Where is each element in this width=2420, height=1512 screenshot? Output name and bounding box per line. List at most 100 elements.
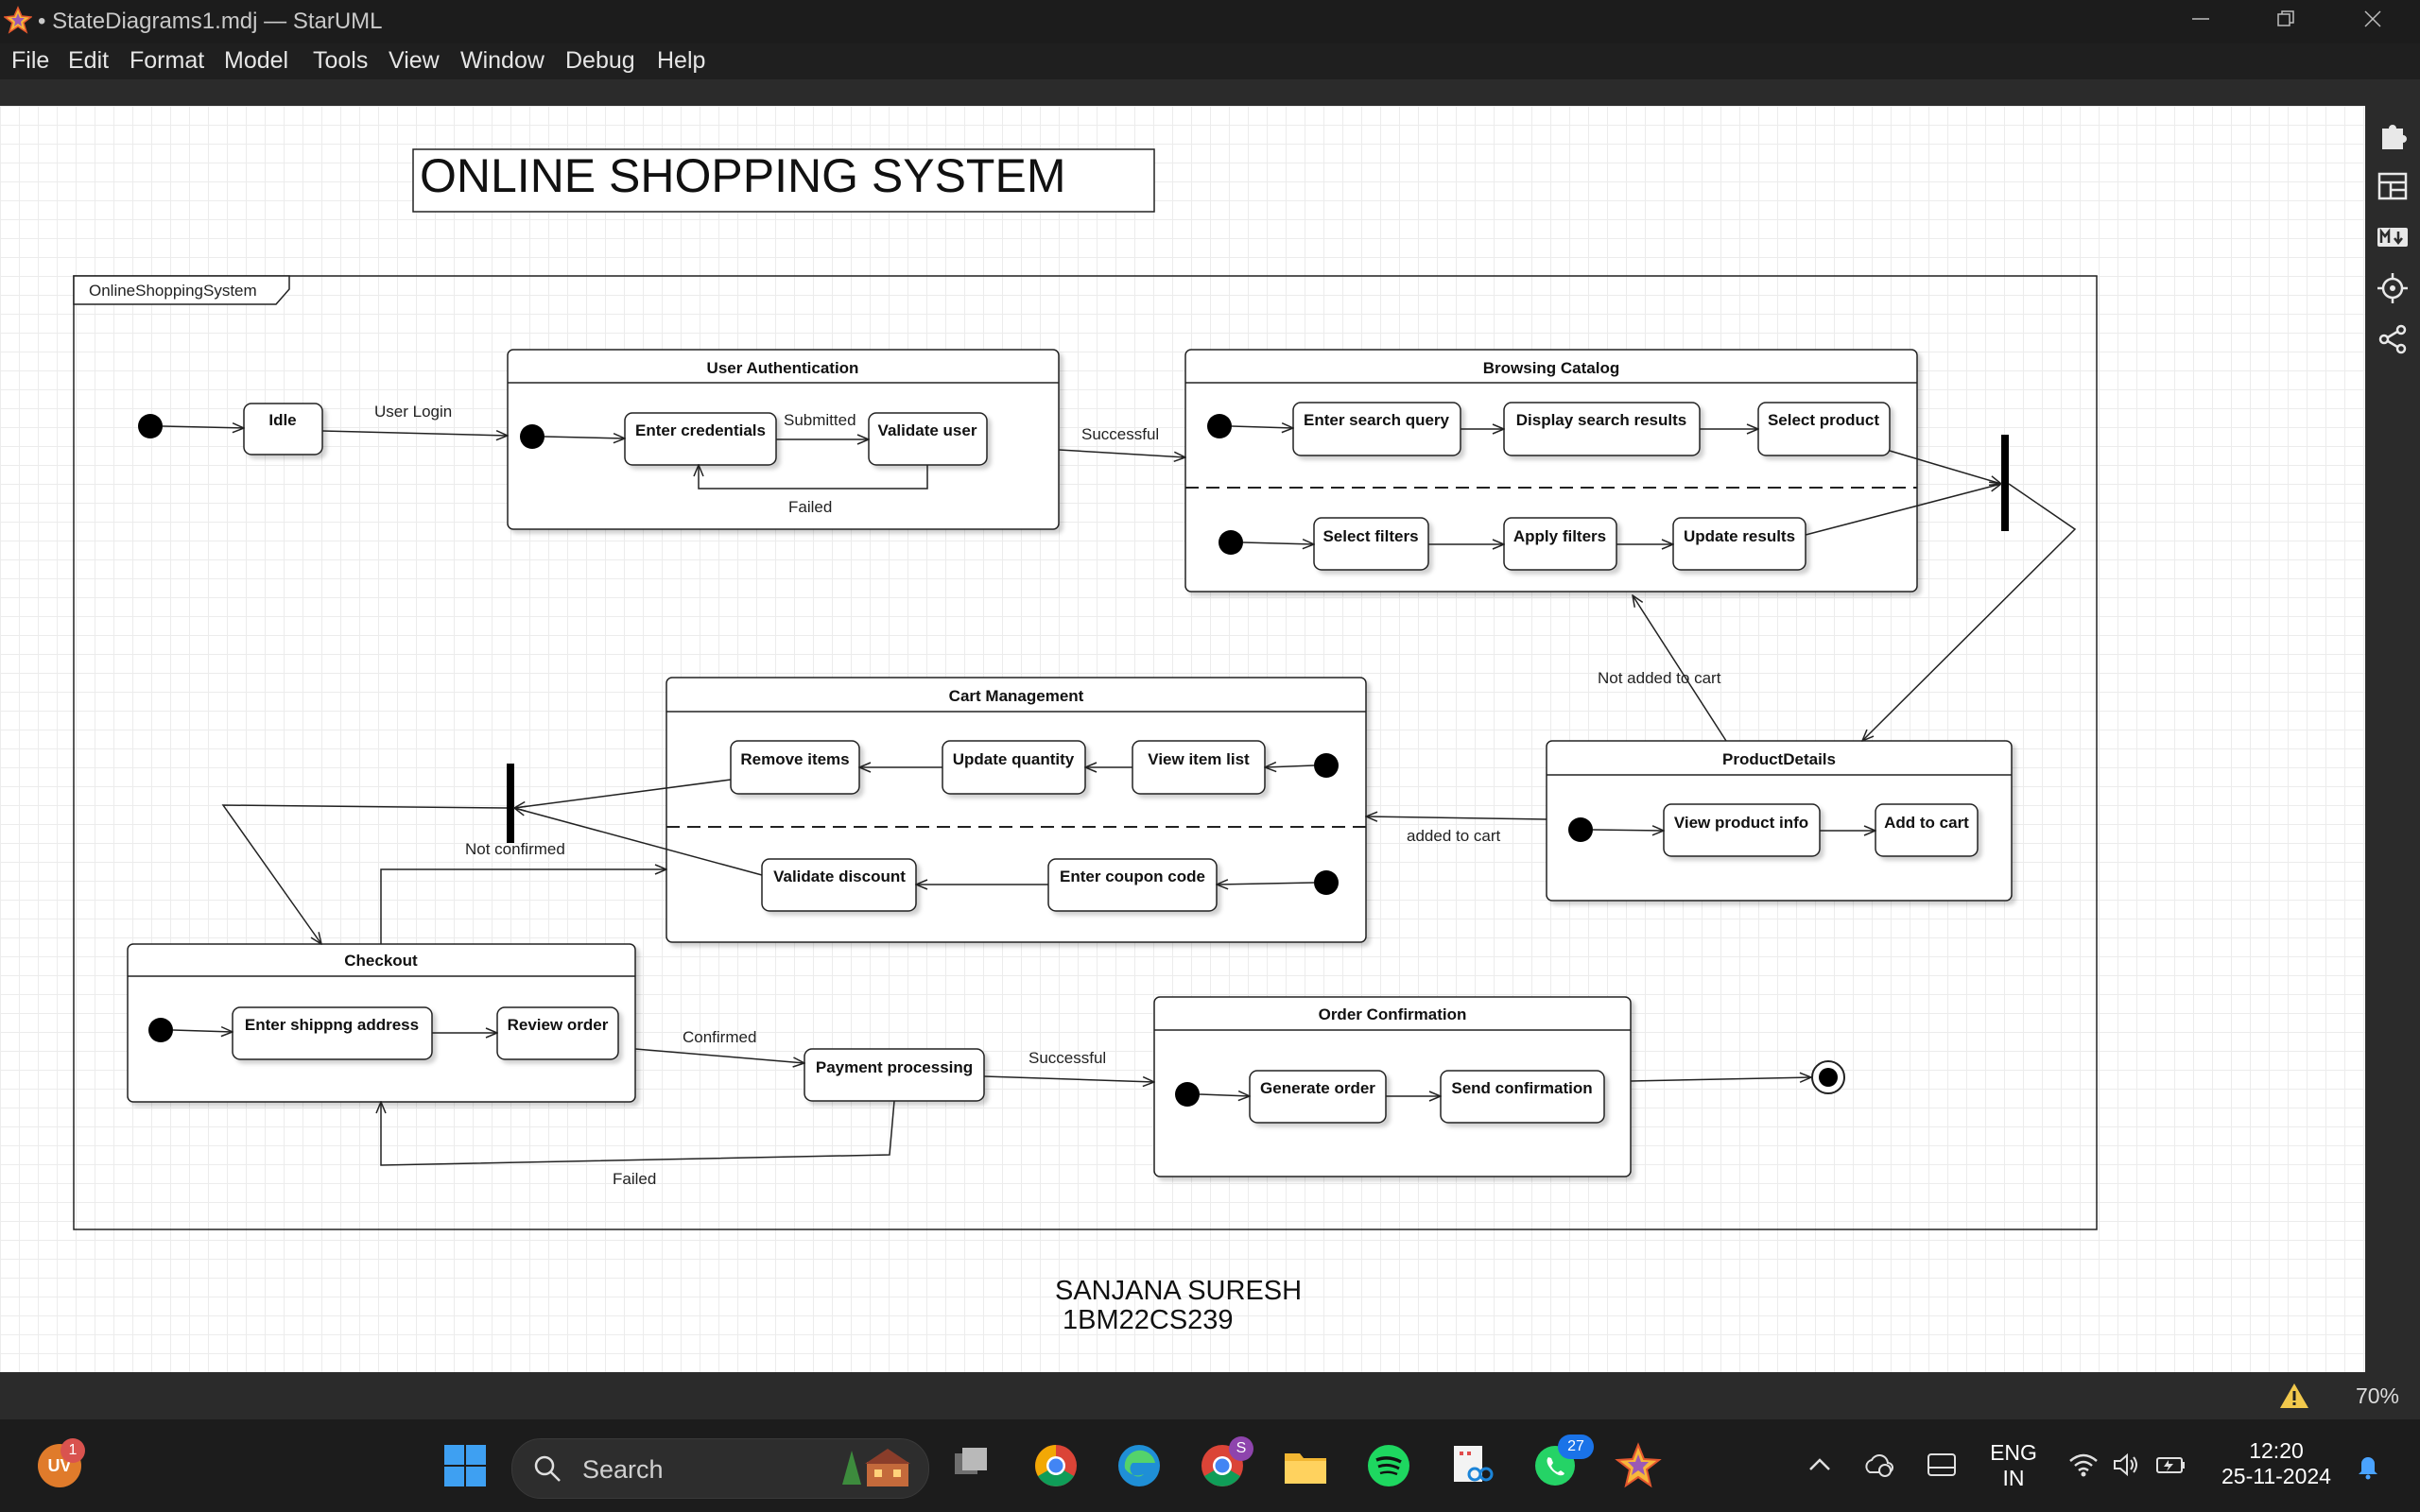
onedrive-sync-icon[interactable] [1862,1450,1894,1478]
state-select-filters[interactable]: Select filters [1313,517,1429,571]
layout-icon[interactable] [2377,170,2409,202]
transition-not-added[interactable] [1633,595,1727,742]
state-remove-items[interactable]: Remove items [730,740,860,795]
menu-window[interactable]: Window [460,47,544,74]
initial-node-auth[interactable] [520,424,544,449]
initial-node-filters[interactable] [1219,530,1243,555]
state-validate-discount[interactable]: Validate discount [761,858,917,912]
markdown-icon[interactable] [2377,221,2409,253]
snipping-tool-icon[interactable] [1448,1442,1495,1489]
transition-start-idle[interactable] [162,426,244,428]
transition-failed-payment[interactable] [381,1100,895,1166]
state-view-product-info[interactable]: View product info [1663,803,1821,857]
share-icon[interactable] [2377,323,2409,355]
transition-added-to-cart[interactable] [1366,816,1547,819]
state-enter-shipping-address[interactable]: Enter shippng address [232,1006,433,1060]
state-update-quantity[interactable]: Update quantity [942,740,1086,795]
initial-node-checkout[interactable] [148,1018,173,1042]
zoom-level[interactable]: 70% [2355,1383,2399,1408]
transition-auth-start[interactable] [544,437,625,438]
join-bar-cart[interactable] [507,764,514,843]
menu-debug[interactable]: Debug [565,47,635,74]
transition-search-start[interactable] [1231,426,1293,428]
minimize-button[interactable] [2159,0,2242,43]
menu-view[interactable]: View [389,47,440,74]
transition-confirmed[interactable] [634,1048,804,1063]
chrome-icon[interactable] [1032,1442,1080,1489]
state-payment-processing[interactable]: Payment processing [804,1048,985,1102]
transition-product-join[interactable] [1889,450,2001,484]
chevron-up-icon[interactable] [1807,1455,1832,1474]
transition-remove-join[interactable] [514,779,732,808]
transition-user-login[interactable] [321,431,508,436]
initial-node-order[interactable] [1175,1082,1200,1107]
close-button[interactable] [2331,0,2414,43]
transition-to-final[interactable] [1630,1077,1811,1081]
wifi-icon[interactable] [2068,1452,2099,1478]
state-enter-search-query[interactable]: Enter search query [1292,402,1461,456]
notification-bell-icon[interactable] [2354,1452,2382,1480]
language-indicator[interactable]: ENG IN [1990,1440,2037,1490]
initial-node-search[interactable] [1207,414,1232,438]
spotify-icon[interactable] [1365,1442,1412,1489]
transition-cart-start[interactable] [1265,765,1315,767]
task-view-icon[interactable] [949,1442,996,1489]
transition-not-confirmed[interactable] [380,869,666,944]
state-update-results[interactable]: Update results [1672,517,1806,571]
state-generate-order[interactable]: Generate order [1249,1070,1387,1124]
transition-join-checkout[interactable] [221,804,508,944]
file-explorer-icon[interactable] [1282,1442,1329,1489]
state-send-confirmation[interactable]: Send confirmation [1440,1070,1605,1124]
diagram-heading[interactable]: ONLINE SHOPPING SYSTEM [412,148,1155,213]
state-enter-credentials[interactable]: Enter credentials [624,412,777,466]
transition-product-start[interactable] [1592,830,1664,831]
menu-model[interactable]: Model [224,47,289,74]
initial-node-cart-items[interactable] [1314,753,1339,778]
initial-node-product[interactable] [1568,817,1593,842]
transition-results-join[interactable] [1805,484,2001,536]
state-display-search-results[interactable]: Display search results [1503,402,1701,456]
transition-join-product-details[interactable] [1862,483,2077,741]
frame-online-shopping-system[interactable]: OnlineShoppingSystem [73,275,2098,1230]
extensions-icon[interactable] [2377,119,2409,151]
state-review-order[interactable]: Review order [496,1006,619,1060]
battery-charging-icon[interactable] [2155,1452,2187,1478]
menu-file[interactable]: File [11,47,50,74]
state-diagram[interactable]: ONLINE SHOPPING SYSTEM OnlineShoppingSys… [0,106,2365,1372]
staruml-taskbar-icon[interactable] [1615,1442,1662,1489]
transition-checkout-start[interactable] [172,1030,233,1032]
clock[interactable]: 12:20 25-11-2024 [2210,1438,2342,1489]
state-add-to-cart[interactable]: Add to cart [1875,803,1979,857]
transition-coupon-start[interactable] [1217,883,1315,885]
transition-successful-auth[interactable] [1058,449,1185,457]
transition-successful-payment[interactable] [983,1075,1154,1082]
join-bar-browsing[interactable] [2001,435,2009,531]
taskbar-search[interactable]: Search [511,1438,929,1499]
volume-icon[interactable] [2112,1452,2142,1478]
diagram-canvas[interactable]: ONLINE SHOPPING SYSTEM OnlineShoppingSys… [0,106,2365,1372]
crosshair-icon[interactable] [2377,272,2409,304]
transition-filters-start[interactable] [1242,542,1314,544]
state-idle[interactable]: Idle [243,403,323,455]
initial-node-main[interactable] [138,414,163,438]
svg-text:Add to cart: Add to cart [1884,814,1969,832]
transition-order-start[interactable] [1199,1094,1250,1096]
windows-start-icon[interactable] [441,1442,489,1489]
transition-discount-join[interactable] [514,808,763,876]
final-node[interactable] [1811,1060,1845,1094]
warning-icon[interactable] [2278,1382,2310,1410]
transition-failed-auth[interactable] [699,465,928,490]
restore-button[interactable] [2244,0,2327,43]
state-enter-coupon-code[interactable]: Enter coupon code [1047,858,1218,912]
menu-edit[interactable]: Edit [68,47,110,74]
initial-node-coupon[interactable] [1314,870,1339,895]
menu-format[interactable]: Format [130,47,205,74]
state-select-product[interactable]: Select product [1757,402,1891,456]
state-apply-filters[interactable]: Apply filters [1503,517,1617,571]
menu-help[interactable]: Help [657,47,706,74]
state-view-item-list[interactable]: View item list [1132,740,1266,795]
tablet-mode-icon[interactable] [1927,1452,1957,1478]
edge-icon[interactable] [1115,1442,1163,1489]
menu-tools[interactable]: Tools [313,47,369,74]
state-validate-user[interactable]: Validate user [868,412,988,466]
